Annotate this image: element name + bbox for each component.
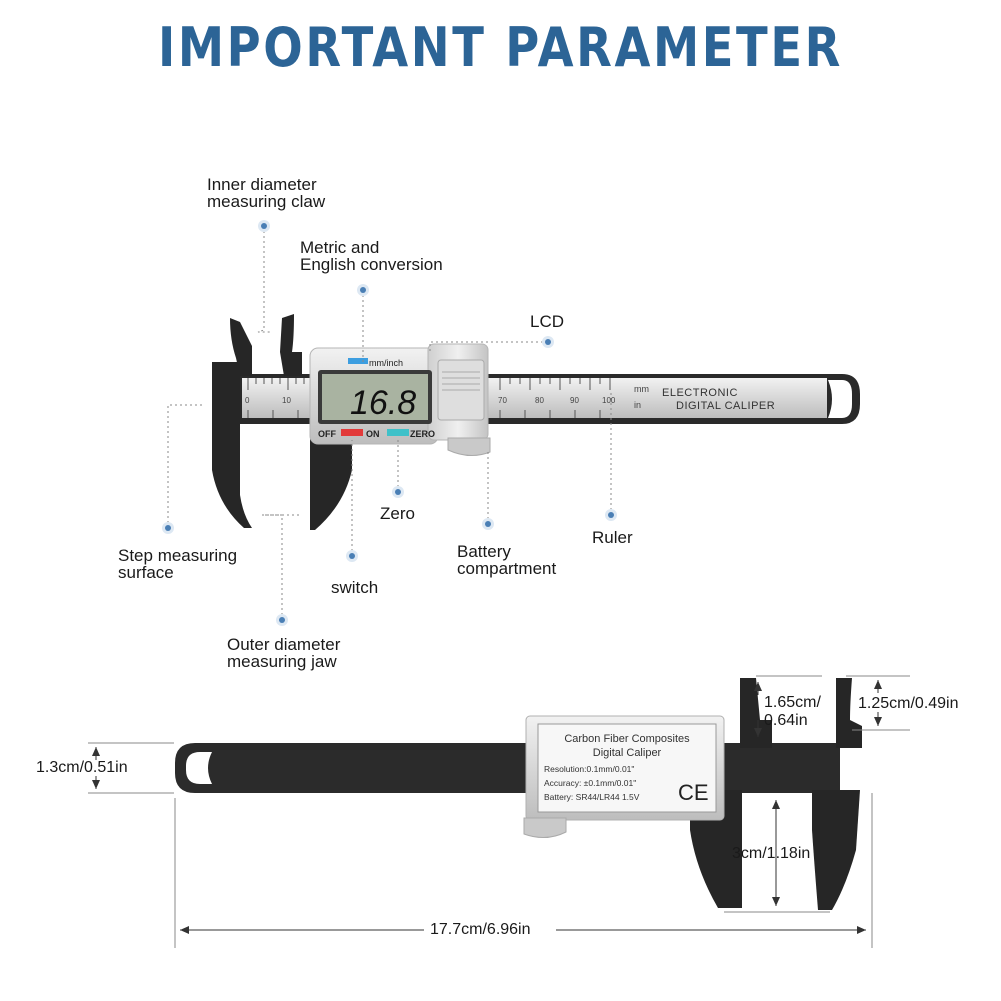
callout-markers (162, 220, 617, 626)
bottom-beam (175, 743, 840, 793)
zero-button[interactable] (387, 429, 409, 436)
scale-number: 10 (282, 396, 291, 405)
leader-lines (167, 226, 612, 620)
fixed-inner-claw (230, 318, 252, 376)
page-title: IMPORTANT PARAMETER (158, 16, 843, 79)
plate-title-1: Carbon Fiber Composites (564, 733, 690, 745)
bottom-caliper: Carbon Fiber Composites Digital Caliper … (175, 678, 862, 910)
brand-line-2: DIGITAL CALIPER (676, 400, 775, 412)
off-on-button[interactable] (341, 429, 363, 436)
dimension-lines (88, 675, 910, 948)
thumb-wheel (447, 437, 491, 456)
sliding-inner-claw (280, 314, 302, 376)
label-ruler: Ruler (592, 528, 633, 547)
marker-conversion-icon (357, 284, 369, 296)
fixed-outer-jaw (212, 362, 252, 528)
off-label: OFF (318, 429, 336, 439)
unit-mm-label: mm (634, 384, 649, 394)
marker-outer-jaw-icon (276, 614, 288, 626)
marker-inner-claw-icon (258, 220, 270, 232)
on-label: ON (366, 429, 380, 439)
sliding-outer-jaw (310, 420, 352, 530)
mode-button[interactable] (348, 358, 368, 364)
bottom-beam-hole (186, 752, 212, 784)
plate-battery: Battery: SR44/LR44 1.5V (544, 792, 640, 802)
plate-accuracy: Accuracy: ±0.1mm/0.01" (544, 778, 636, 788)
lcd-screen (322, 374, 428, 420)
lcd-reading: 16.8 (350, 384, 416, 422)
bottom-inner-claw-right (836, 678, 862, 748)
dim-beam-height: 1.3cm/0.51in (36, 759, 128, 776)
scale-number: 70 (498, 396, 507, 405)
marker-zero-icon (392, 486, 404, 498)
label-zero: Zero (380, 504, 415, 523)
spec-plate (537, 723, 717, 813)
scale-number: 100 (602, 396, 616, 405)
scale-number: 80 (535, 396, 544, 405)
scale-number: 0 (245, 396, 250, 405)
marker-battery-icon (482, 518, 494, 530)
plate-title-2: Digital Caliper (593, 747, 662, 759)
dim-inner-claw-depth: 1.65cm/0.64in (764, 694, 821, 729)
plate-resolution: Resolution:0.1mm/0.01" (544, 764, 634, 774)
unit-in-label: in (634, 400, 641, 410)
scale-number: 90 (570, 396, 579, 405)
marker-switch-icon (346, 550, 358, 562)
top-caliper: 0 10 70 80 90 100 mm in ELECTRONIC DIGIT… (212, 314, 860, 530)
marker-lcd-icon (542, 336, 554, 348)
dim-total-length: 17.7cm/6.96in (430, 921, 531, 938)
bottom-thumb-wheel (523, 817, 567, 838)
dim-claw-depth: 1.25cm/0.49in (858, 695, 959, 712)
zero-label: ZERO (410, 429, 435, 439)
brand-line-1: ELECTRONIC (662, 387, 738, 399)
label-switch: switch (331, 578, 379, 597)
bottom-inner-claw-left (740, 678, 772, 748)
marker-step-surface-icon (162, 522, 174, 534)
ce-mark: CE (678, 780, 709, 805)
beam-end-hole (828, 380, 852, 418)
marker-ruler-icon (605, 509, 617, 521)
dim-jaw-depth: 3cm/1.18in (732, 845, 811, 862)
mode-button-label: mm/inch (369, 358, 403, 368)
ruler-ticks (247, 378, 611, 418)
bottom-outer-jaw-right (812, 790, 860, 910)
label-lcd: LCD (530, 312, 565, 331)
